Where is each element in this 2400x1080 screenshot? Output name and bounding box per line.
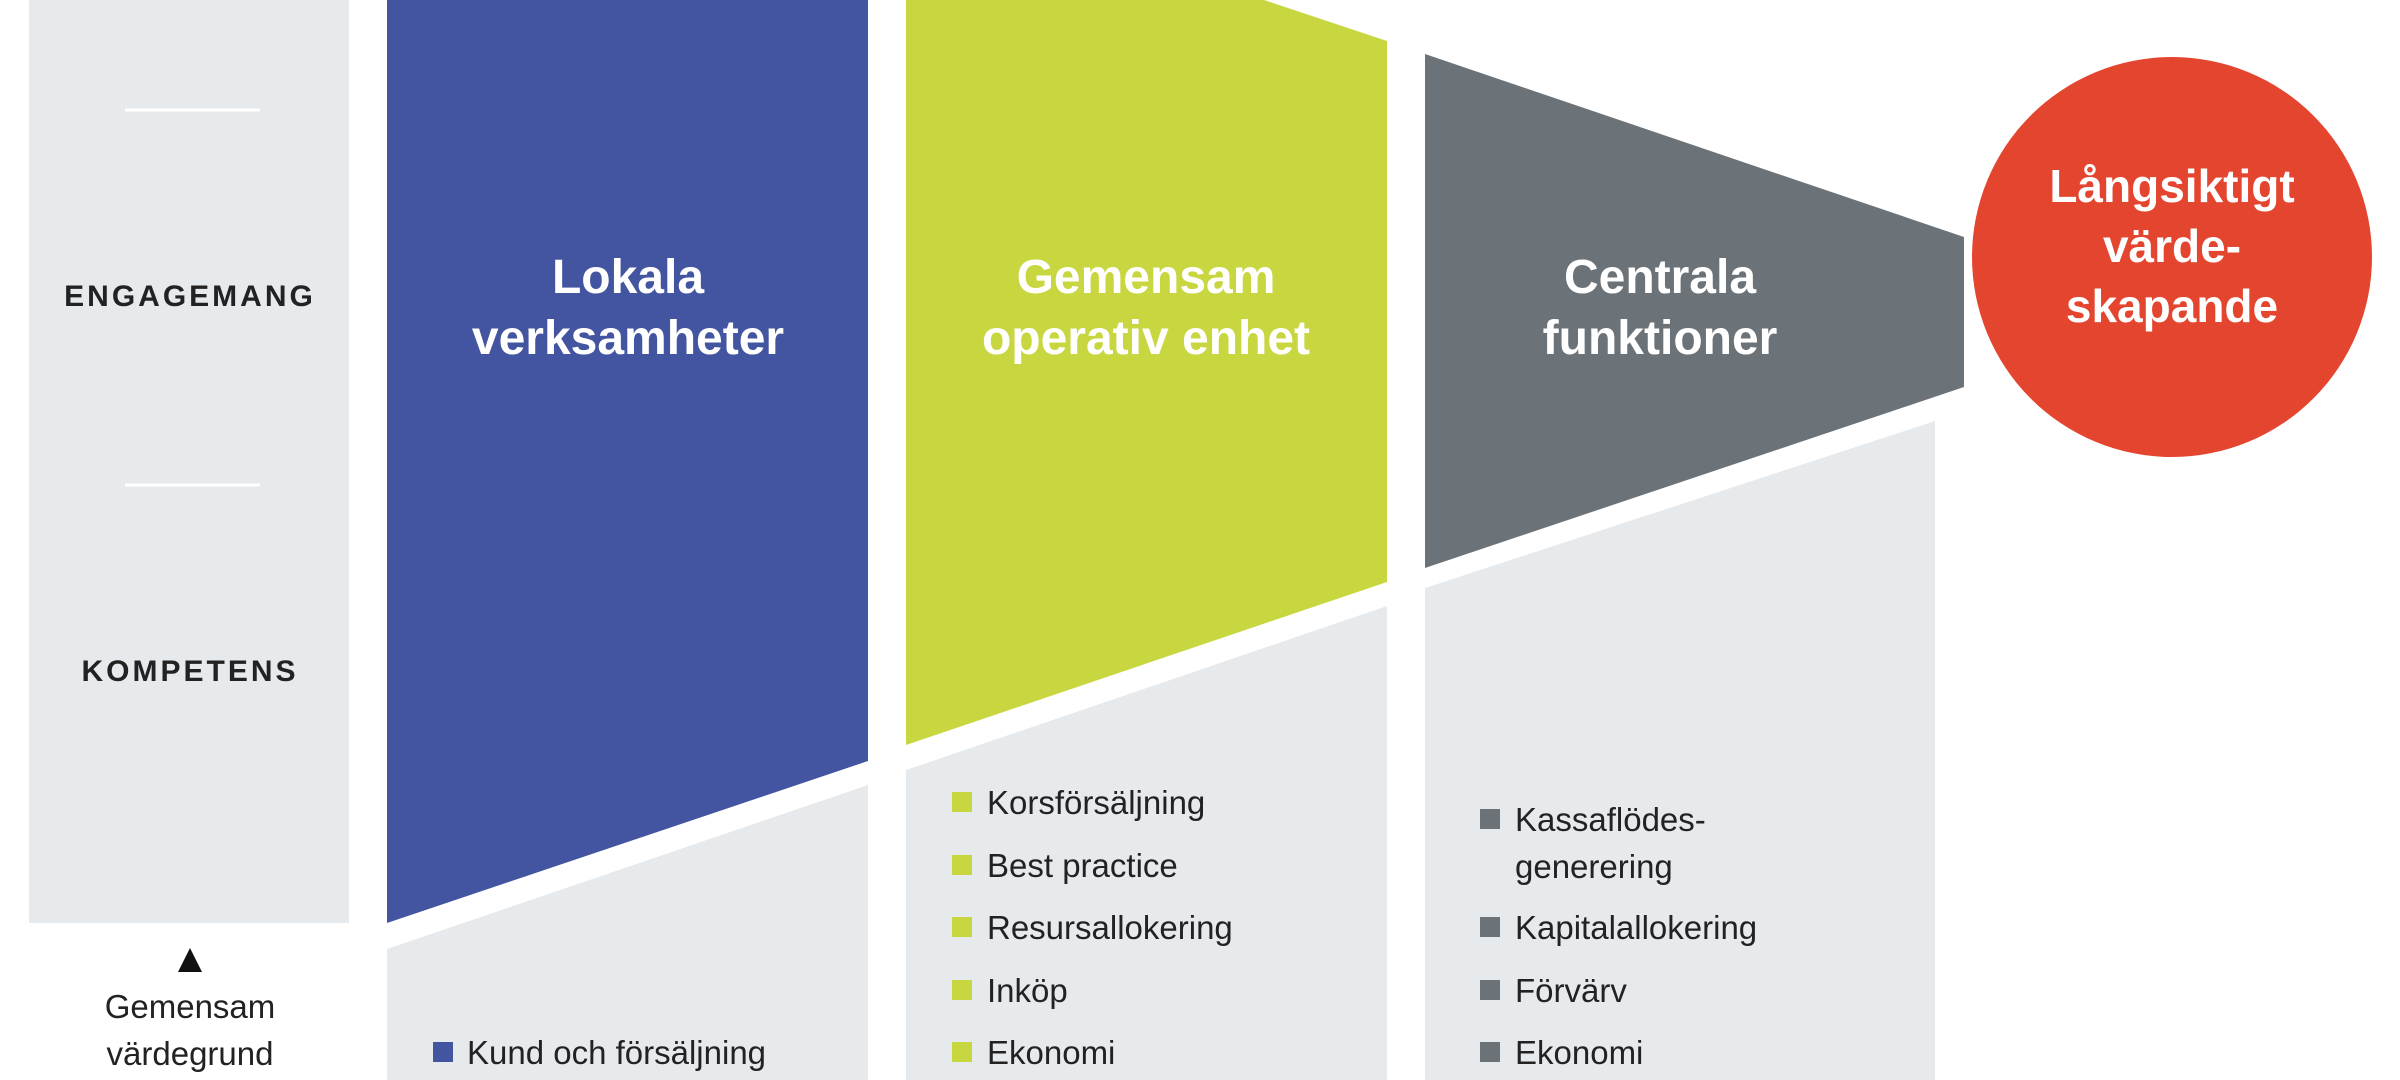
- left-panel: [29, 0, 349, 923]
- bullet-icon: [433, 1042, 453, 1062]
- bullet-icon: [1480, 1042, 1500, 1062]
- base-label-1: Gemensam: [105, 988, 276, 1025]
- bullet-icon: [952, 855, 972, 875]
- up-arrow-icon: [178, 948, 202, 972]
- bullet-icon: [952, 980, 972, 1000]
- bullet-icon: [1480, 980, 1500, 1000]
- list-item: Inköp: [987, 972, 1068, 1009]
- goal-circle: [1972, 57, 2372, 457]
- operative-title-2: operativ enhet: [982, 312, 1310, 365]
- goal-line-3: skapande: [2066, 280, 2278, 332]
- local-title-2: verksamheter: [472, 312, 784, 365]
- base-label-2: värdegrund: [107, 1035, 274, 1072]
- operative-list-panel: [906, 606, 1387, 1080]
- central-list-panel: [1425, 421, 1935, 1080]
- list-item: Kund och försäljning: [467, 1034, 766, 1071]
- list-item: Korsförsäljning: [987, 784, 1205, 821]
- bullet-icon: [952, 792, 972, 812]
- list-item: generering: [1515, 848, 1673, 885]
- local-title-1: Lokala: [552, 251, 704, 304]
- bullet-icon: [1480, 809, 1500, 829]
- central-title-2: funktioner: [1543, 312, 1778, 365]
- list-item: Resursallokering: [987, 909, 1233, 946]
- operative-title-1: Gemensam: [1017, 251, 1276, 304]
- central-functions-block: [1425, 54, 1964, 568]
- list-item: Kassaflödes-: [1515, 801, 1706, 838]
- list-item: Förvärv: [1515, 972, 1627, 1009]
- list-item: Ekonomi: [1515, 1034, 1643, 1071]
- list-item: Kapitalallokering: [1515, 909, 1757, 946]
- bullet-icon: [952, 1042, 972, 1062]
- goal-line-1: Långsiktigt: [2049, 160, 2294, 212]
- local-operations-block: [387, 0, 868, 923]
- list-item: Best practice: [987, 847, 1178, 884]
- bullet-icon: [952, 917, 972, 937]
- operative-unit-block: [906, 0, 1387, 745]
- central-list: Kassaflödes- generering Kapitalallokerin…: [1480, 801, 1757, 1071]
- central-title-1: Centrala: [1564, 251, 1756, 304]
- local-list-panel: [387, 785, 868, 1080]
- bullet-icon: [1480, 917, 1500, 937]
- operative-list: Korsförsäljning Best practice Resursallo…: [952, 784, 1233, 1071]
- label-engagemang: ENGAGEMANG: [64, 280, 316, 313]
- label-kompetens: KOMPETENS: [81, 655, 298, 688]
- goal-line-2: värde-: [2103, 220, 2241, 272]
- list-item: Ekonomi: [987, 1034, 1115, 1071]
